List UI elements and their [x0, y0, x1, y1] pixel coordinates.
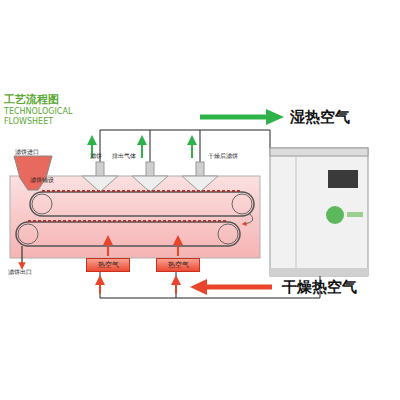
- hot-air-arrow: [107, 240, 109, 256]
- unit-logo-text: [347, 212, 363, 217]
- outlet-arrow: [21, 246, 23, 266]
- wet-air-arrowhead: [266, 109, 284, 125]
- transfer-arrow: [244, 214, 253, 224]
- flow-arrow: [175, 280, 177, 294]
- roller: [232, 194, 252, 214]
- inlet-label: 热空气: [168, 260, 189, 270]
- dry-air-arrow: [205, 285, 272, 290]
- dryer-housing: [10, 176, 260, 258]
- control-panel: [328, 170, 358, 188]
- exhaust-hood: [132, 176, 168, 192]
- upper-belt: [30, 192, 254, 216]
- roller: [18, 224, 38, 244]
- hot-air-inlet: 热空气: [86, 258, 130, 272]
- heat-pump-unit: [270, 148, 368, 276]
- unit-base: [270, 268, 368, 276]
- filter-cake-layer: [42, 190, 242, 192]
- part-label: 排出气体: [112, 152, 136, 161]
- lower-belt: [16, 222, 240, 246]
- diagram-title: 工艺流程图: [4, 92, 59, 107]
- flow-arrow: [99, 280, 101, 294]
- exhaust-pipe: [100, 130, 270, 162]
- flow-arrow: [141, 140, 143, 158]
- part-label: 滤饼: [90, 152, 102, 161]
- part-label: 滤饼铺设: [30, 176, 54, 185]
- inlet-label: 热空气: [98, 260, 119, 270]
- wet-air-arrow: [200, 115, 268, 120]
- unit-top: [270, 148, 368, 156]
- part-label: 滤饼出口: [8, 268, 32, 277]
- hot-air-inlet: 热空气: [156, 258, 200, 272]
- filter-cake-layer: [28, 220, 228, 222]
- feed-hopper: [14, 156, 52, 190]
- part-label: 滤饼进口: [15, 148, 39, 157]
- part-label: 干燥后滤饼: [208, 152, 238, 161]
- flow-label: 干燥热空气: [282, 278, 357, 297]
- dry-air-arrowhead: [190, 279, 207, 295]
- unit-logo: [326, 206, 344, 224]
- hot-air-arrow: [177, 240, 179, 256]
- unit-seam: [296, 156, 297, 276]
- subtitle: TECHNOLOGICAL FLOWSHEET: [4, 107, 76, 127]
- exhaust-hood: [182, 176, 218, 192]
- flow-label: 湿热空气: [290, 108, 350, 127]
- roller: [218, 224, 238, 244]
- exhaust-hood: [82, 176, 118, 192]
- flow-arrow: [191, 140, 193, 158]
- roller: [32, 194, 52, 214]
